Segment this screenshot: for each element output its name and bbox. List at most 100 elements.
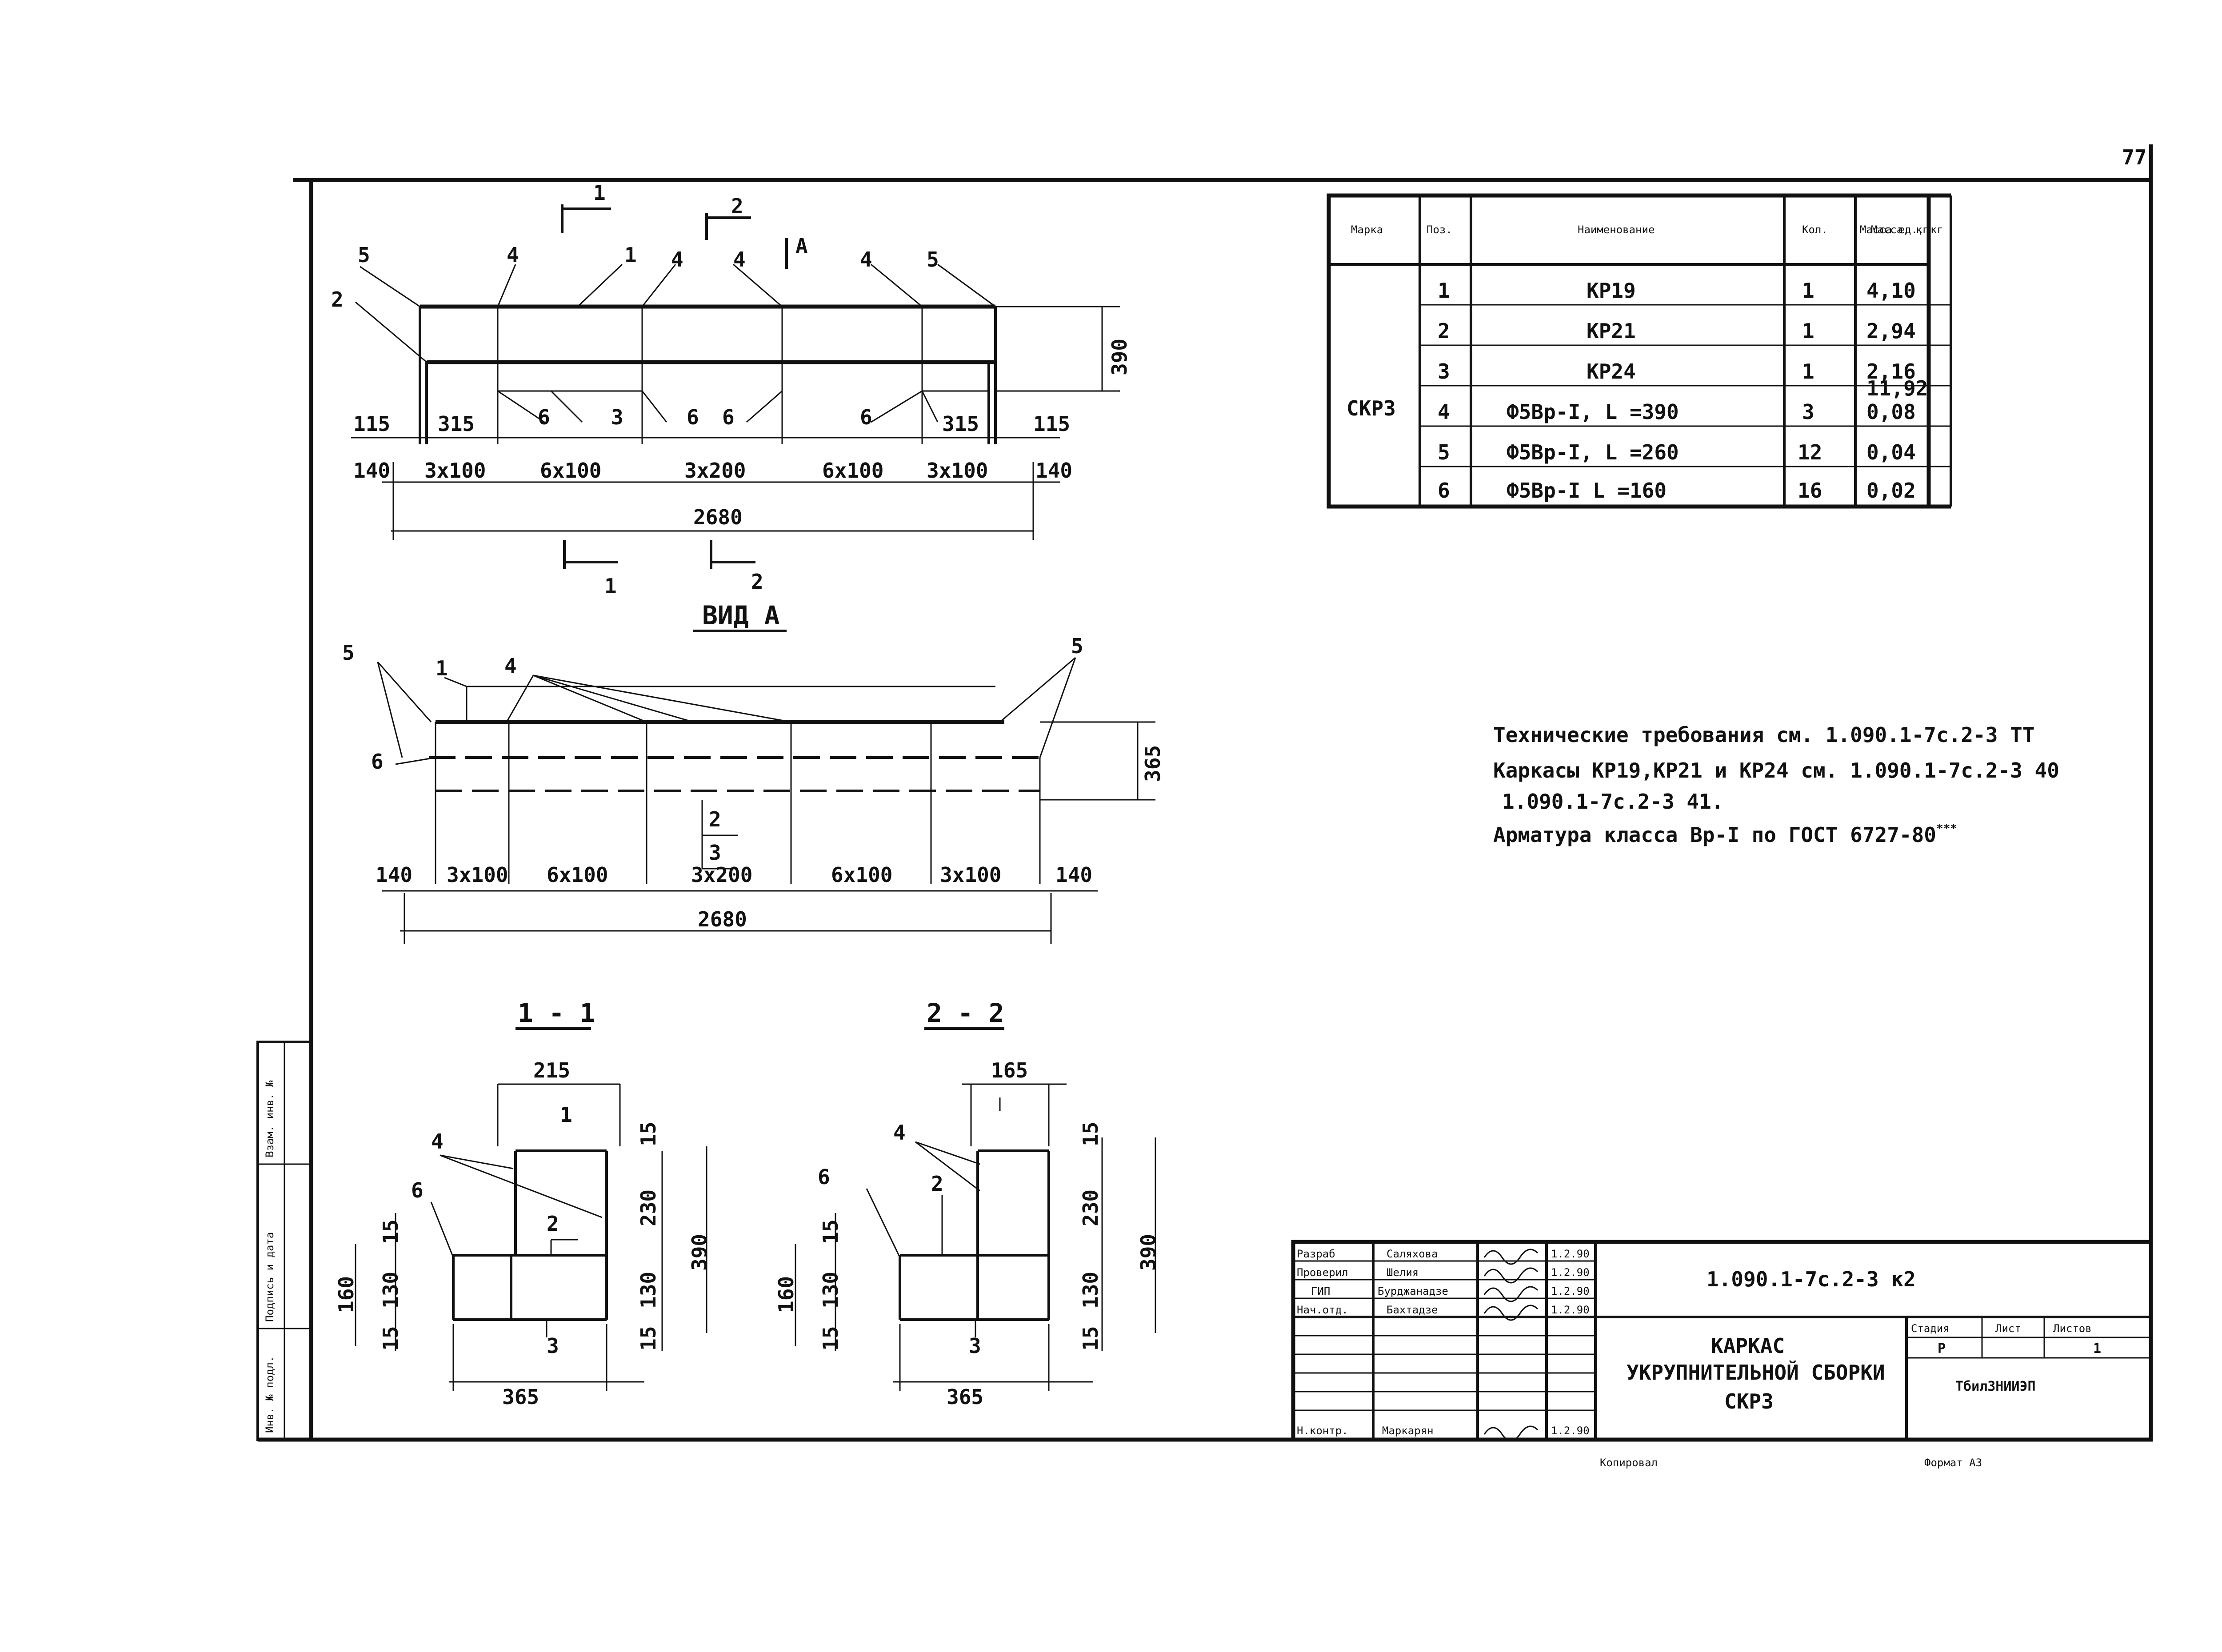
- role-row: Н.контр. Маркарян 1.2.90: [1297, 1425, 1590, 1442]
- cell-pos: 2: [1438, 319, 1450, 343]
- table-row-6: 6 Ф5Вр-I L =160 16 0,02: [1438, 479, 1916, 503]
- cell-mass: 0,08: [1866, 400, 1916, 424]
- dim-top-width: 165: [991, 1058, 1028, 1082]
- section-label: 6: [818, 1165, 830, 1189]
- cell-qty: 1: [1802, 359, 1814, 383]
- role-date: 1.2.90: [1551, 1285, 1590, 1297]
- callout: 4: [733, 247, 746, 271]
- dim: 3x200: [684, 459, 746, 483]
- stage-header: Стадия: [1911, 1322, 1950, 1335]
- section-label: 3: [969, 1334, 981, 1358]
- dim-right: 130: [1079, 1272, 1103, 1309]
- role-date: 1.2.90: [1551, 1425, 1590, 1437]
- table-row-4: 4 Ф5Вр-I, L =390 3 0,08: [1438, 400, 1916, 424]
- section-label: 2: [547, 1212, 559, 1236]
- cell-mass: 2,94: [1866, 319, 1916, 343]
- role-name: Саляхова: [1387, 1248, 1438, 1260]
- role-date: 1.2.90: [1551, 1248, 1590, 1260]
- stamp-signature-date: Подпись и дата: [264, 1232, 276, 1322]
- org-name: ТбилЗНИИЭП: [1955, 1379, 2036, 1394]
- callout: 6: [860, 405, 872, 429]
- role-date: 1.2.90: [1551, 1304, 1590, 1316]
- dim-height: 390: [687, 1234, 711, 1271]
- cell-mass: 0,02: [1866, 479, 1916, 503]
- dim: 140: [376, 863, 412, 887]
- top-view: 5 4 1 4 4 4 5 2 6 3 6 6 6 1 2 А 1: [331, 181, 1131, 598]
- role-row: Проверил Шелия 1.2.90: [1297, 1266, 1590, 1284]
- section-label: 3: [547, 1334, 559, 1358]
- cell-pos: 4: [1438, 400, 1450, 424]
- section-label: 2: [731, 194, 743, 218]
- section-label: 2: [751, 570, 763, 594]
- dim-left: 160: [334, 1276, 358, 1313]
- dim: 3x100: [940, 863, 1001, 887]
- dim-left: 15: [379, 1326, 403, 1351]
- dim: 6x100: [540, 459, 601, 483]
- note-1: Технические требования см. 1.090.1-7с.2-…: [1493, 723, 2035, 747]
- table-row-2: 2 КР21 1 2,94: [1438, 319, 1916, 343]
- cell-qty: 1: [1802, 319, 1814, 343]
- cell-mass: 2,16: [1866, 359, 1916, 383]
- signature: [1483, 1249, 1539, 1265]
- cell-pos: 3: [1438, 359, 1450, 383]
- dim: 6x100: [822, 459, 883, 483]
- dim: 6x100: [831, 863, 892, 887]
- cell-total-mass: 11,92: [1866, 376, 1928, 400]
- dim-overall: 2680: [698, 907, 747, 931]
- view-arrow-a: А: [785, 234, 808, 269]
- role-name: Бахтадзе: [1387, 1304, 1438, 1316]
- dim: 115: [1033, 412, 1070, 436]
- dim-left: 15: [379, 1220, 403, 1244]
- dim-bottom-width: 365: [502, 1385, 539, 1409]
- callout: 2: [331, 287, 344, 311]
- cell-name: Ф5Вр-I L =160: [1507, 479, 1666, 503]
- dim: 6x100: [547, 863, 608, 887]
- role-name: Бурджанадзе: [1378, 1285, 1448, 1297]
- dim-left: 130: [379, 1272, 403, 1309]
- sheet-value: 1: [2093, 1341, 2101, 1357]
- section-label: 4: [893, 1121, 906, 1145]
- view-a-title: ВИД А: [702, 600, 780, 630]
- section-label: А: [795, 234, 808, 258]
- drawing-title-2: УКРУПНИТЕЛЬНОЙ СБОРКИ: [1627, 1361, 1885, 1385]
- fraction-mark: 2 3: [701, 800, 738, 870]
- footer-copied: Копировал: [1600, 1456, 1658, 1469]
- stage-value: Р: [1938, 1341, 1946, 1357]
- role: Н.контр.: [1297, 1425, 1348, 1437]
- cell-qty: 12: [1798, 440, 1822, 464]
- section-label: 1: [560, 1103, 572, 1127]
- callout: 6: [722, 405, 735, 429]
- dim-right: 15: [636, 1122, 660, 1146]
- cell-qty: 1: [1802, 279, 1814, 303]
- dim: 315: [942, 412, 979, 436]
- callout: 1: [624, 243, 637, 267]
- dim: 3x100: [447, 863, 508, 887]
- dim: 315: [438, 412, 475, 436]
- section-label: 4: [431, 1129, 444, 1153]
- title-block: 1.090.1-7с.2-3 к2 КАРКАС УКРУПНИТЕЛЬНОЙ …: [1291, 1240, 2153, 1442]
- cell-pos: 6: [1438, 479, 1450, 503]
- doc-code: 1.090.1-7с.2-3 к2: [1706, 1267, 1916, 1291]
- callout: 5: [358, 243, 370, 267]
- dim-height: 365: [1141, 745, 1165, 782]
- cell-name: КР24: [1587, 359, 1636, 383]
- callout: 5: [927, 247, 939, 271]
- cell-name: КР21: [1587, 319, 1636, 343]
- dim: 140: [353, 459, 390, 483]
- dim: 140: [1055, 863, 1092, 887]
- table-row-3: 3 КР24 1 2,16: [1438, 359, 1916, 383]
- section-title: 2 - 2: [927, 998, 1004, 1028]
- note-4-text: Арматура класса Вр-I по ГОСТ 6727-80: [1493, 823, 1936, 847]
- table-row-5: 5 Ф5Вр-I, L =260 12 0,04: [1438, 440, 1916, 464]
- callout: 4: [507, 243, 519, 267]
- cell-mark: СКР3: [1347, 396, 1396, 420]
- signature: [1483, 1425, 1539, 1442]
- role-row: Нач.отд. Бахтадзе 1.2.90: [1297, 1304, 1590, 1321]
- cell-name: Ф5Вр-I, L =260: [1507, 440, 1679, 464]
- cell-pos: 1: [1438, 279, 1450, 303]
- cell-pos: 5: [1438, 440, 1450, 464]
- cell-name: КР19: [1587, 279, 1636, 303]
- callout: 1: [436, 656, 448, 680]
- drawing-title-3: СКР3: [1724, 1389, 1774, 1413]
